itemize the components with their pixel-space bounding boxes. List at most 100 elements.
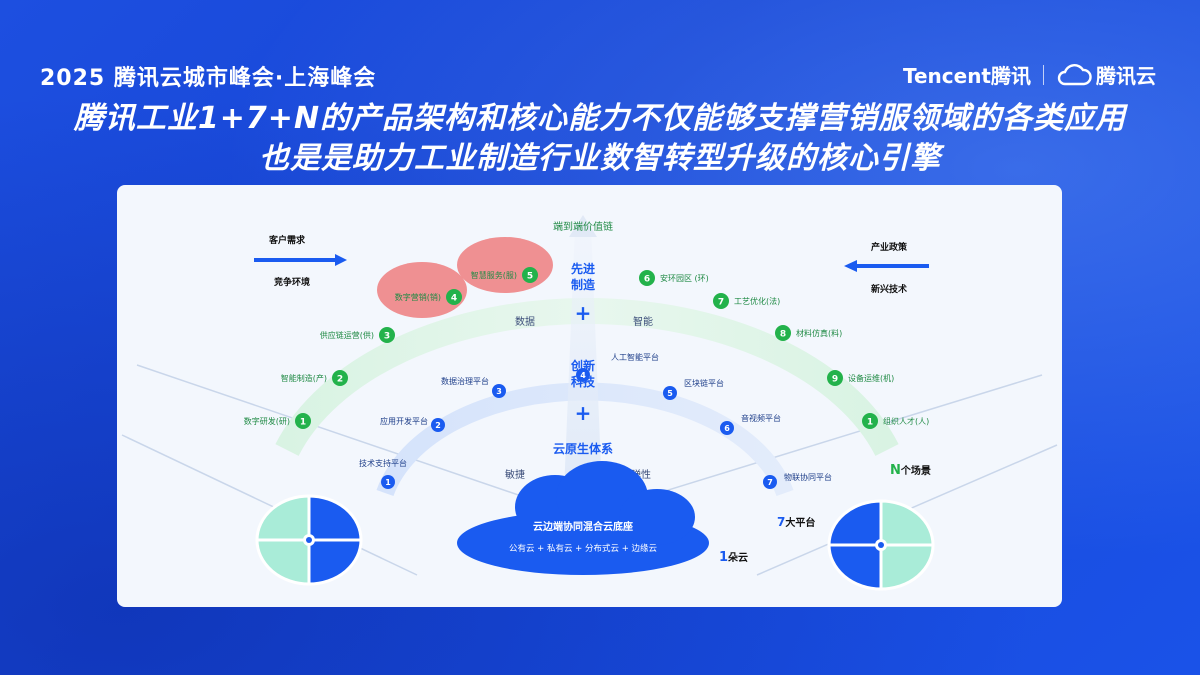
- left-arrow-top-label: 客户需求: [268, 234, 306, 246]
- inner-item-label: 技术支持平台: [359, 458, 407, 468]
- wheel-quadrant: [827, 499, 883, 547]
- tencent-cloud-logo: 腾讯云: [1056, 60, 1156, 89]
- outer-item-number: 1: [300, 418, 306, 428]
- outer-item-number-badge: [446, 289, 462, 305]
- right-quadrant-wheel: [827, 499, 935, 591]
- inner-item-label: 应用开发平台: [380, 416, 428, 426]
- event-title: 2025 腾讯云城市峰会·上海峰会: [40, 66, 377, 91]
- inner-item-number-badge: [492, 384, 506, 398]
- outer-item-number-badge: [862, 413, 878, 429]
- mid-label-smart: 智能: [633, 315, 653, 328]
- outer-item-number-badge: [713, 293, 729, 309]
- inner-item-label: 人工智能平台: [611, 352, 659, 362]
- outer-item-number: 4: [451, 294, 457, 304]
- count-seven-number: 7: [777, 515, 785, 529]
- outer-item: 9 设备运维(机): [827, 370, 894, 386]
- outer-item-label: 材料仿真(料): [796, 328, 842, 338]
- inner-item-number-badge: [763, 475, 777, 489]
- left-arrow-head: [335, 254, 347, 266]
- wheel-quadrant: [255, 494, 311, 542]
- wheel-hub-dot: [878, 542, 884, 548]
- outer-item-number-badge: [332, 370, 348, 386]
- logo-divider: [1043, 64, 1044, 85]
- outer-item-label: 数字营销(销): [395, 292, 441, 302]
- inner-item: 2 应用开发平台: [380, 416, 445, 432]
- wheel-hub-dot: [306, 537, 312, 543]
- wheel-quadrant: [879, 499, 935, 547]
- cloud-logo-text: 腾讯云: [1096, 64, 1156, 88]
- inner-item-number: 1: [385, 478, 391, 487]
- outer-item-label: 安环园区 (环): [660, 273, 709, 283]
- inner-item-number-badge: [381, 475, 395, 489]
- count-seven-platforms: 7大平台: [777, 515, 815, 529]
- headline-line-2: 也是是助力工业制造行业数智转型升级的核心引擎: [259, 141, 941, 176]
- count-one-cloud: 1朵云: [719, 550, 748, 565]
- outer-item-label: 设备运维(机): [848, 373, 894, 383]
- outer-item-number-badge: [639, 270, 655, 286]
- inner-item-label: 物联协同平台: [784, 472, 832, 482]
- outer-item-number: 7: [718, 298, 724, 308]
- center-label-part: 先进: [571, 261, 595, 276]
- outer-item-number-badge: [295, 413, 311, 429]
- inner-item-number-badge: [431, 418, 445, 432]
- left-quadrant-wheel: [255, 494, 363, 586]
- right-arrow-top-label: 产业政策: [871, 241, 908, 253]
- inner-item-number-badge: [576, 368, 590, 382]
- brand-logos: Tencent腾讯 腾讯云: [903, 60, 1156, 89]
- inner-item-number: 6: [724, 424, 730, 433]
- count-seven-text: 大平台: [785, 516, 815, 529]
- beam-arrow-head: [569, 215, 597, 237]
- count-one-number: 1: [719, 550, 728, 565]
- inner-item: 1 技术支持平台: [359, 458, 407, 489]
- inner-item-label: 音视频平台: [741, 413, 781, 423]
- guide-line: [136, 364, 578, 516]
- inner-item-number-badge: [720, 421, 734, 435]
- inner-item: 5 区块链平台: [663, 378, 724, 400]
- outer-item-label: 智慧服务(服): [471, 270, 517, 280]
- wheel-quadrant: [879, 543, 935, 591]
- count-n-number: N: [890, 463, 901, 478]
- highlight-digital-marketing: [377, 262, 467, 318]
- inner-item-number: 5: [667, 389, 673, 398]
- outer-item-number: 9: [832, 375, 838, 385]
- inner-item-number: 2: [435, 421, 441, 430]
- count-n-text: 个场景: [900, 464, 931, 477]
- right-arrow-head: [844, 260, 857, 272]
- inner-item-number: 4: [580, 371, 586, 380]
- outer-item-label: 数字研发(研): [244, 416, 290, 426]
- wheel-quadrant: [255, 538, 311, 586]
- outer-item-label: 组织人才(人): [883, 416, 929, 426]
- highlight-smart-service: [457, 237, 553, 293]
- inner-item: 6 音视频平台: [720, 413, 781, 435]
- headline-line-1: 腾讯工业1+7+N的产品架构和核心能力不仅能够支撑营销服领域的各类应用: [73, 101, 1127, 136]
- outer-item: 1 数字研发(研): [244, 413, 311, 429]
- inner-item-number-badge: [663, 386, 677, 400]
- outer-item-number-badge: [379, 327, 395, 343]
- center-label: 云原生体系: [553, 441, 613, 456]
- guide-line: [121, 434, 418, 576]
- outer-item-label: 供应链运营(供): [320, 330, 374, 340]
- center-label-part: 制造: [571, 277, 596, 292]
- cloud-title: 云边端协同混合云底座: [533, 520, 633, 533]
- outer-item-label: 智能制造(产): [281, 373, 327, 383]
- count-one-text: 朵云: [728, 552, 748, 564]
- inner-item-number: 3: [496, 387, 502, 396]
- tencent-logo: Tencent腾讯: [902, 64, 1031, 88]
- count-n-scenarios: N个场景: [890, 463, 931, 478]
- mid-label-data: 数据: [515, 315, 535, 328]
- value-chain-label: 端到端价值链: [553, 220, 613, 233]
- center-label-part: 创新: [570, 358, 595, 373]
- outer-item-number: 6: [644, 275, 650, 285]
- inner-item-label: 区块链平台: [684, 378, 724, 388]
- outer-scenario-items: 1数字研发(研)2智能制造(产)3供应链运营(供)4数字营销(销)5智慧服务(服…: [244, 267, 929, 429]
